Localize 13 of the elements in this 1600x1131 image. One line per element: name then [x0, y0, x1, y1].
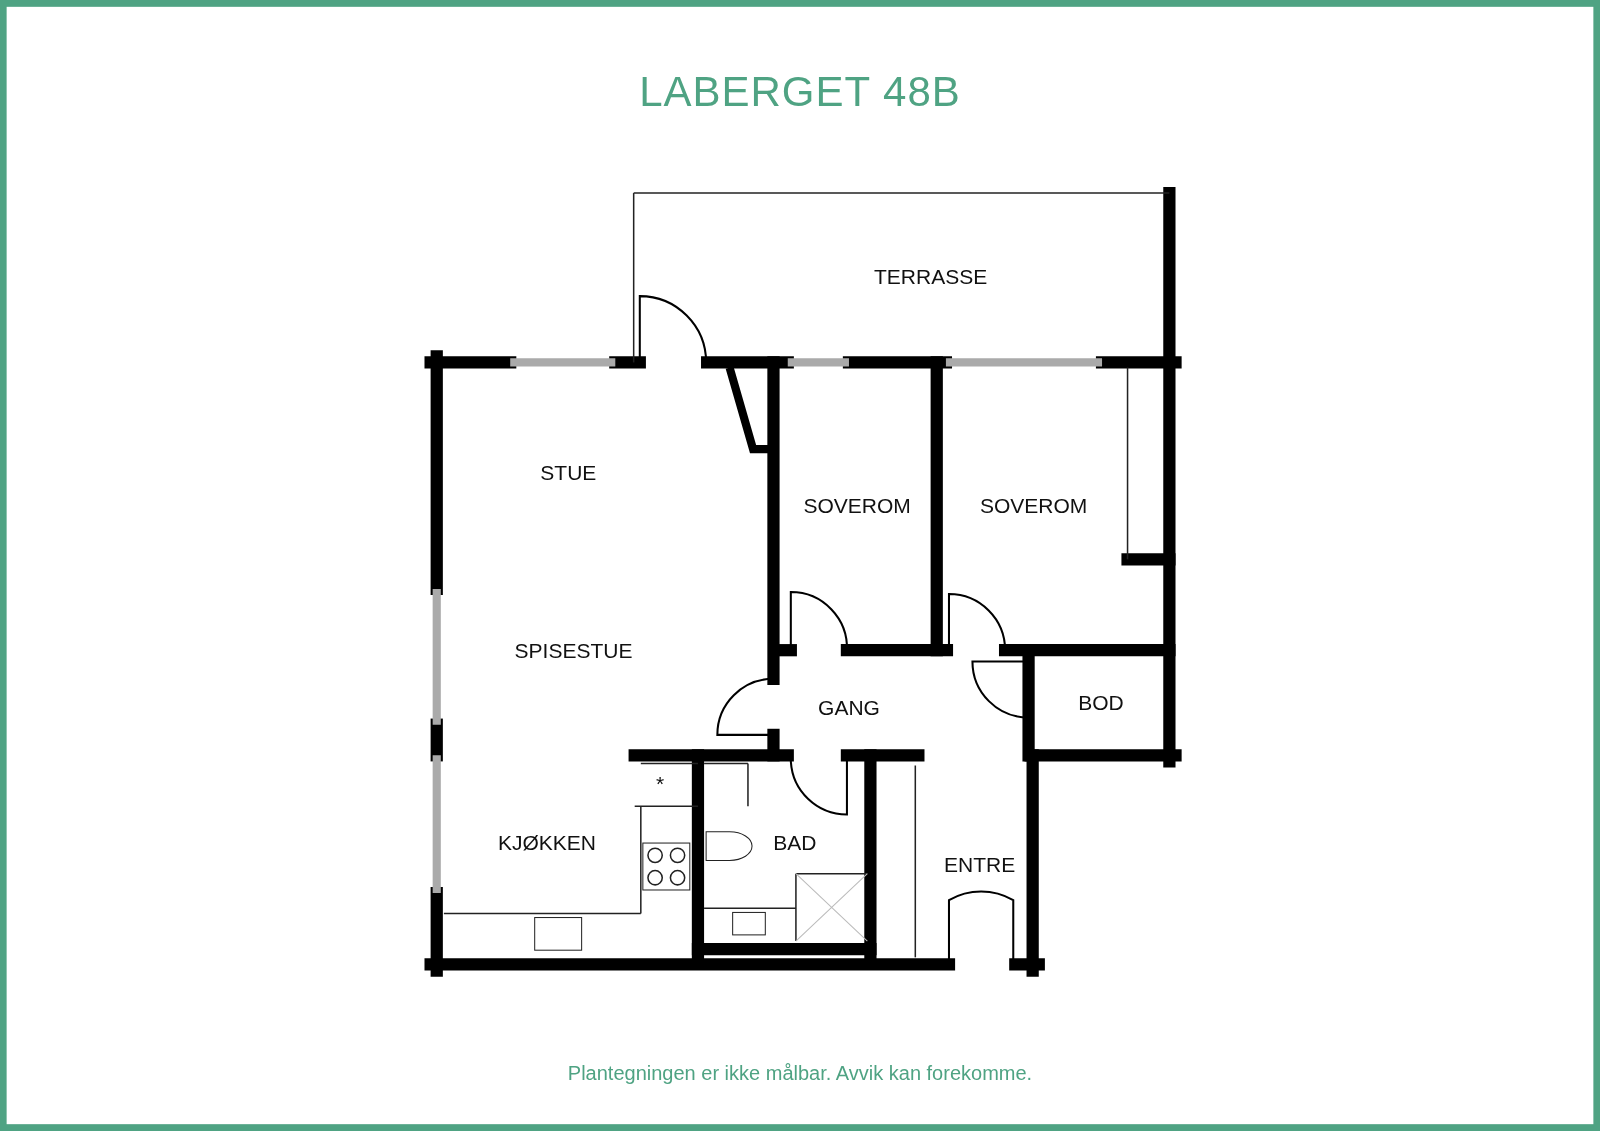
room-label: SOVEROM [980, 494, 1088, 519]
room-label: SOVEROM [803, 494, 911, 519]
room-label: ENTRE [944, 853, 1016, 878]
room-label: TERRASSE [874, 264, 988, 289]
room-label: SPISESTUE [514, 639, 633, 663]
room-label: BAD [773, 830, 817, 855]
room-label: STUE [540, 461, 597, 486]
room-label: KJØKKEN [497, 830, 596, 855]
disclaimer-note: Plantegningen er ikke målbar. Avvik kan forekomme. [567, 1061, 1033, 1085]
room-label: BOD [1078, 691, 1124, 716]
room-label: * [656, 771, 665, 796]
room-label: GANG [818, 696, 880, 721]
plan-title: LABERGET 48B [639, 67, 961, 116]
